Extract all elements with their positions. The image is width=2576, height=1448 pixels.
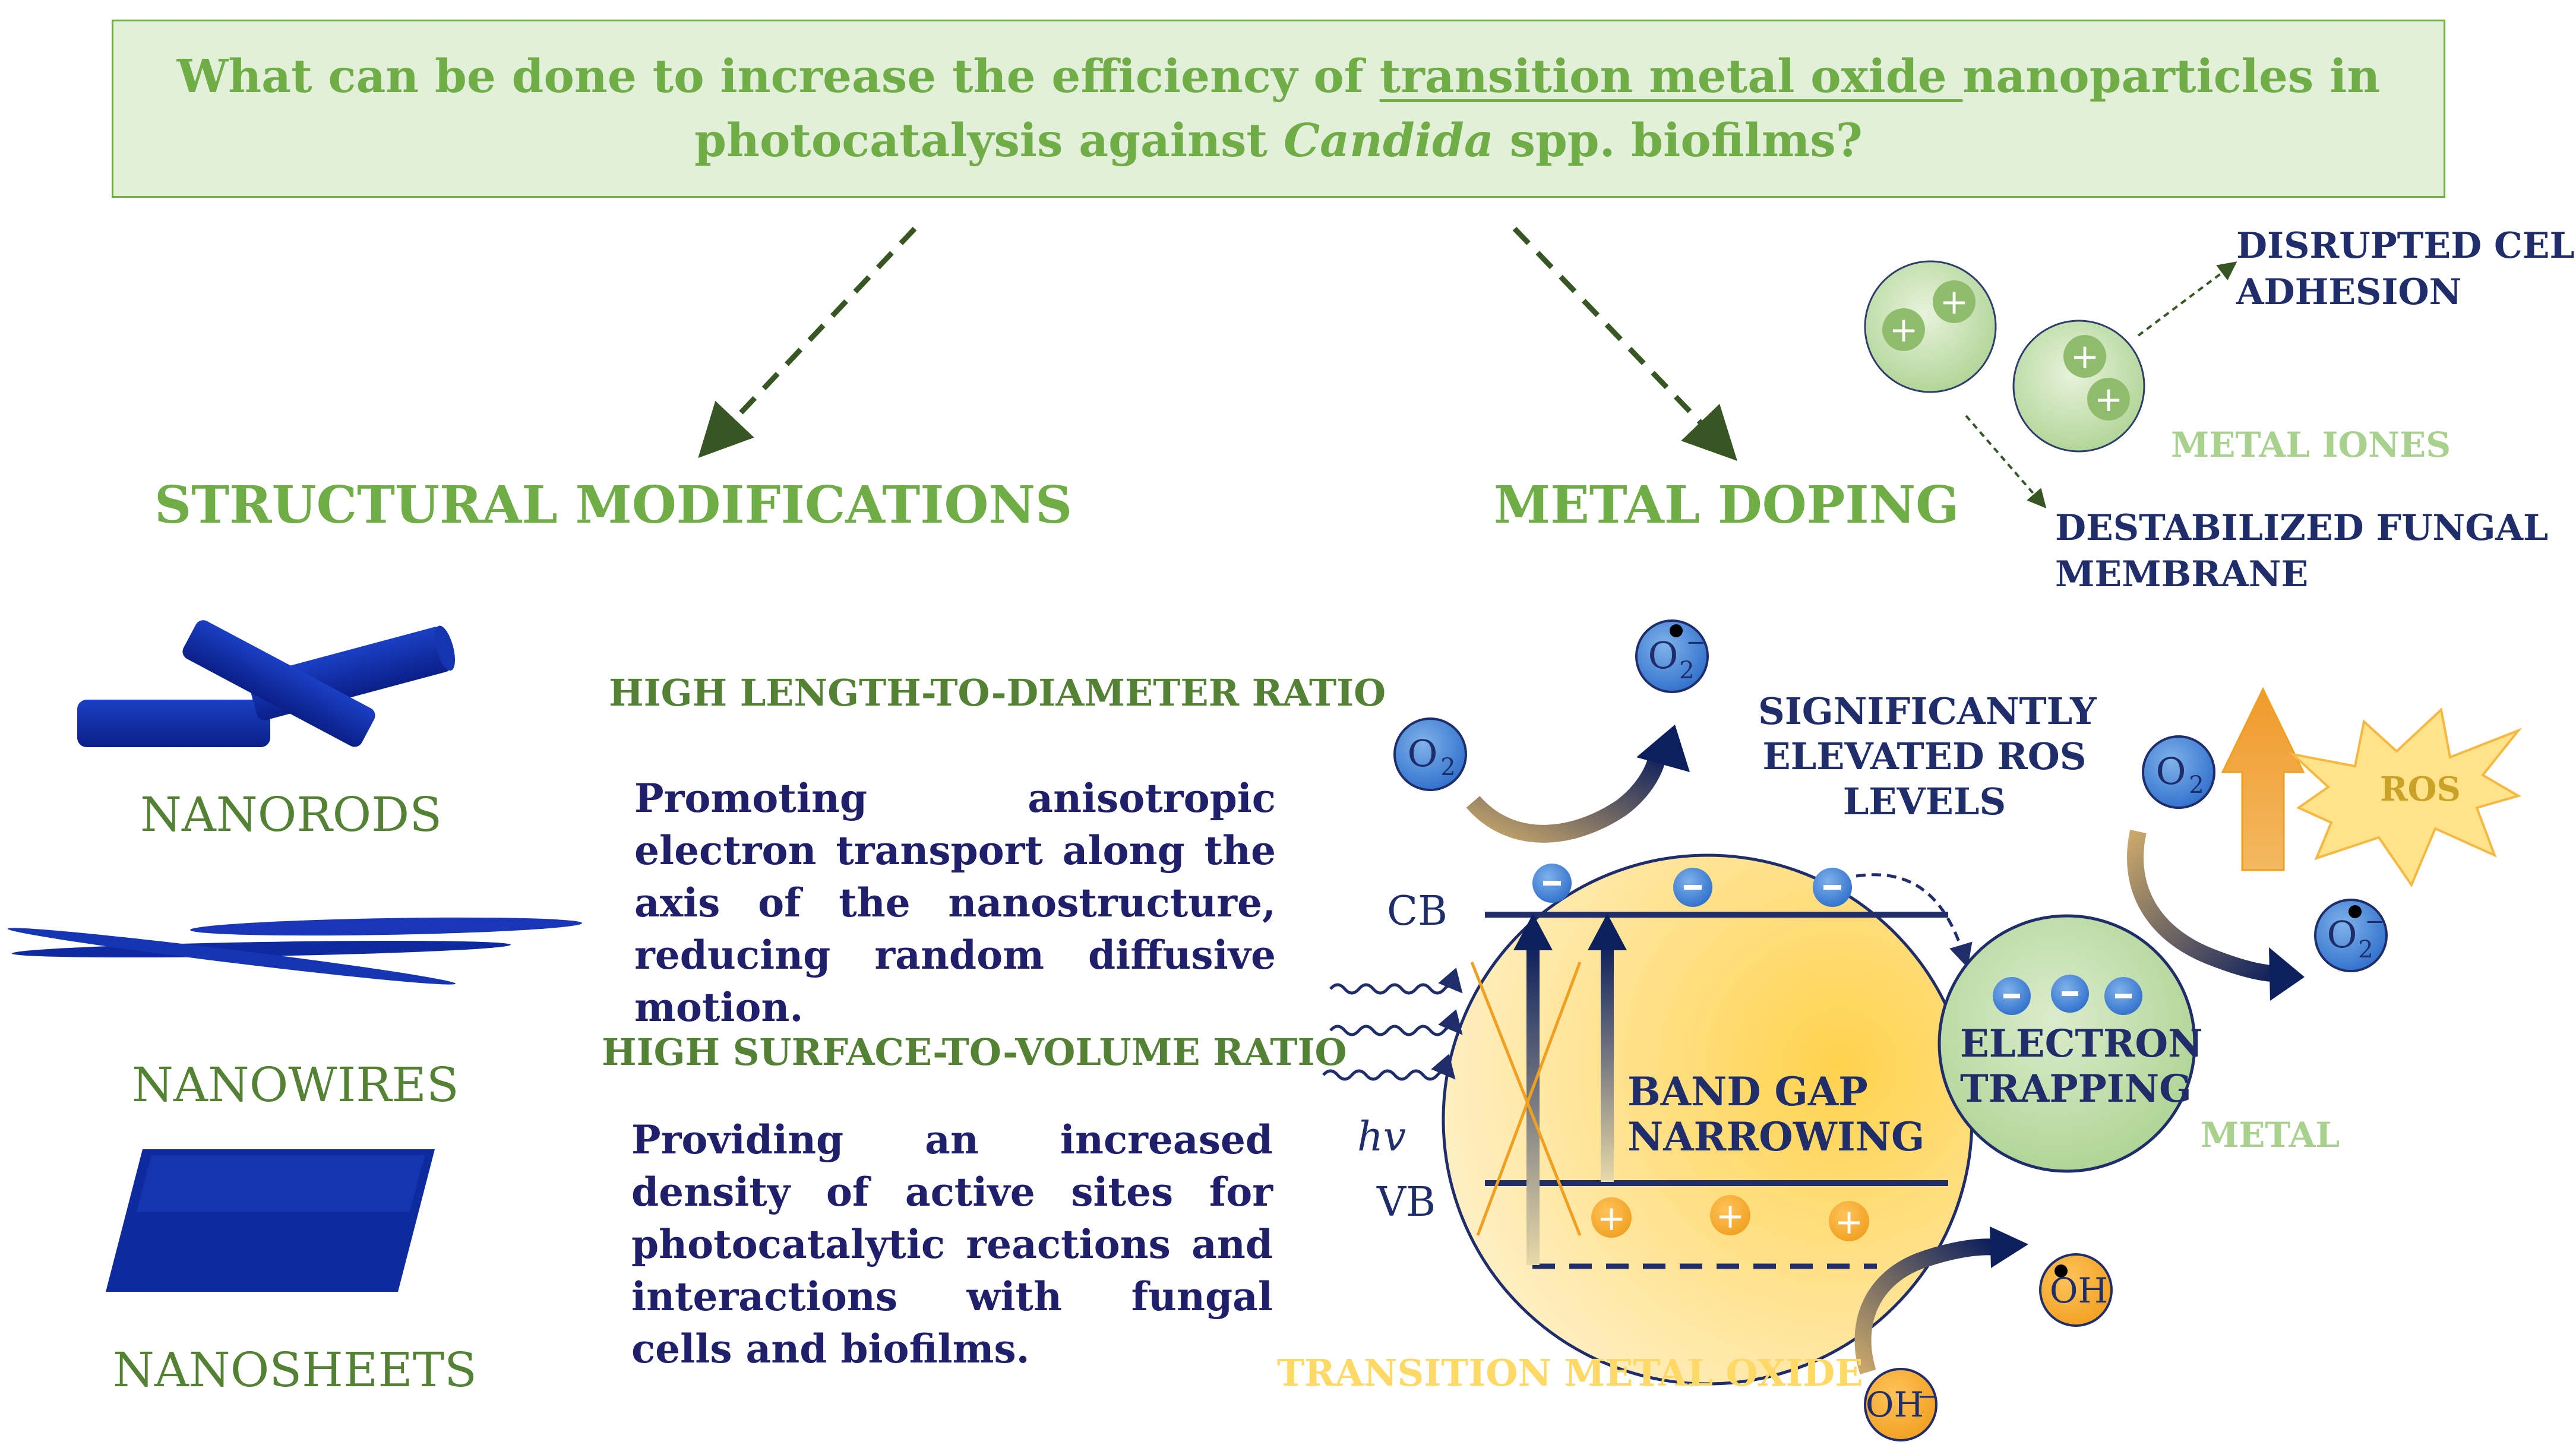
nanosheets-label: NANOSHEETS [113, 1342, 477, 1398]
metal-o2-reduction-arrow [2127, 829, 2281, 982]
vb-holes: + + + [1591, 1195, 1869, 1242]
superoxide-left: O 2 − [1635, 619, 1709, 693]
nanowires-label: NANOWIRES [132, 1057, 459, 1112]
svg-text:2: 2 [1440, 754, 1455, 781]
svg-text:+: + [2071, 336, 2100, 377]
arrow-to-doping [1512, 226, 1737, 461]
vb-label: VB [1377, 1179, 1436, 1226]
oh-oxidation-arrow [1854, 1238, 1997, 1375]
question-box: What can be done to increase the efficie… [112, 20, 2445, 198]
ratio1-text: Promoting anisotropic electron transport… [634, 775, 1276, 1030]
cb-label: CB [1387, 888, 1447, 935]
svg-text:+: + [1940, 282, 1969, 322]
cb-electrons [1532, 864, 1852, 907]
cross-out-line-1 [1470, 962, 1582, 1236]
arrow-to-structural [698, 226, 917, 459]
nanorods-illustration [77, 620, 455, 747]
svg-text:−: − [1917, 1381, 1937, 1411]
svg-text:OH: OH [1866, 1384, 1924, 1425]
ros-burst [2289, 707, 2523, 888]
svg-text:−: − [1686, 629, 1706, 656]
o2-molecule-left: O 2 [1393, 717, 1467, 791]
svg-text:2: 2 [1679, 657, 1694, 684]
ratio1-title: HIGH LENGTH-TO-DIAMETER RATIO [609, 671, 1386, 714]
svg-text:+: + [1889, 309, 1918, 350]
arrow-to-destabilized-membrane [1965, 415, 2047, 509]
light-waves [1322, 968, 1463, 1081]
svg-text:−: − [2365, 908, 2385, 935]
metal-ion-1: + + [1864, 260, 1997, 393]
ros-burst-label: ROS [2380, 770, 2461, 809]
trapped-electrons [1993, 975, 2142, 1015]
hydroxyl-radical: OH [2039, 1253, 2113, 1327]
arrow-to-disrupted-adhesion [2137, 261, 2237, 337]
hydroxide-ion: OH − [1864, 1368, 1938, 1441]
svg-text:2: 2 [2358, 936, 2373, 963]
svg-text:OH: OH [2050, 1270, 2108, 1311]
svg-text:+: + [1835, 1202, 1864, 1242]
excitation-arrow-original [1513, 913, 1553, 1265]
nanowires-illustration [7, 917, 582, 985]
transition-metal-oxide-label: TRANSITION METAL OXIDE [1277, 1351, 1863, 1395]
question-line-1: What can be done to increase the efficie… [176, 50, 2381, 103]
ratio2-title: HIGH SURFACE-TO-VOLUME RATIO [602, 1030, 1347, 1074]
svg-text:O: O [2156, 750, 2186, 793]
structural-modifications-heading: STRUCTURAL MODIFICATIONS [154, 475, 1073, 535]
question-line-2: photocatalysis against Candida spp. biof… [694, 114, 1863, 167]
svg-text:O: O [2327, 913, 2357, 956]
ros-increase-arrow [2221, 687, 2305, 871]
ratio2-text: Providing an increased density of active… [631, 1117, 1273, 1372]
svg-text:+: + [2094, 379, 2123, 419]
svg-text:+: + [1716, 1196, 1745, 1236]
electron-transfer-arrow [1856, 873, 1973, 968]
nanorods-label: NANORODS [140, 787, 442, 842]
superoxide-right: O 2 − [2314, 899, 2388, 972]
metal-doping-heading: METAL DOPING [1494, 475, 1959, 535]
svg-text:O: O [1408, 732, 1438, 775]
cross-out-line-2 [1476, 962, 1582, 1236]
o2-molecule-right: O 2 [2142, 735, 2215, 809]
svg-text:2: 2 [2189, 772, 2204, 799]
metal-ion-2: + + [2012, 320, 2145, 453]
svg-text:+: + [1597, 1198, 1626, 1238]
metal-label: METAL [2201, 1115, 2340, 1155]
o2-reduction-arrow [1466, 753, 1666, 843]
excitation-arrow-narrowed [1588, 913, 1627, 1182]
svg-text:O: O [1648, 634, 1679, 677]
hv-label: hv [1357, 1114, 1406, 1161]
question-underlined-term: transition metal oxide [1379, 50, 1963, 103]
metal-iones-label: METAL IONES [2171, 425, 2451, 465]
